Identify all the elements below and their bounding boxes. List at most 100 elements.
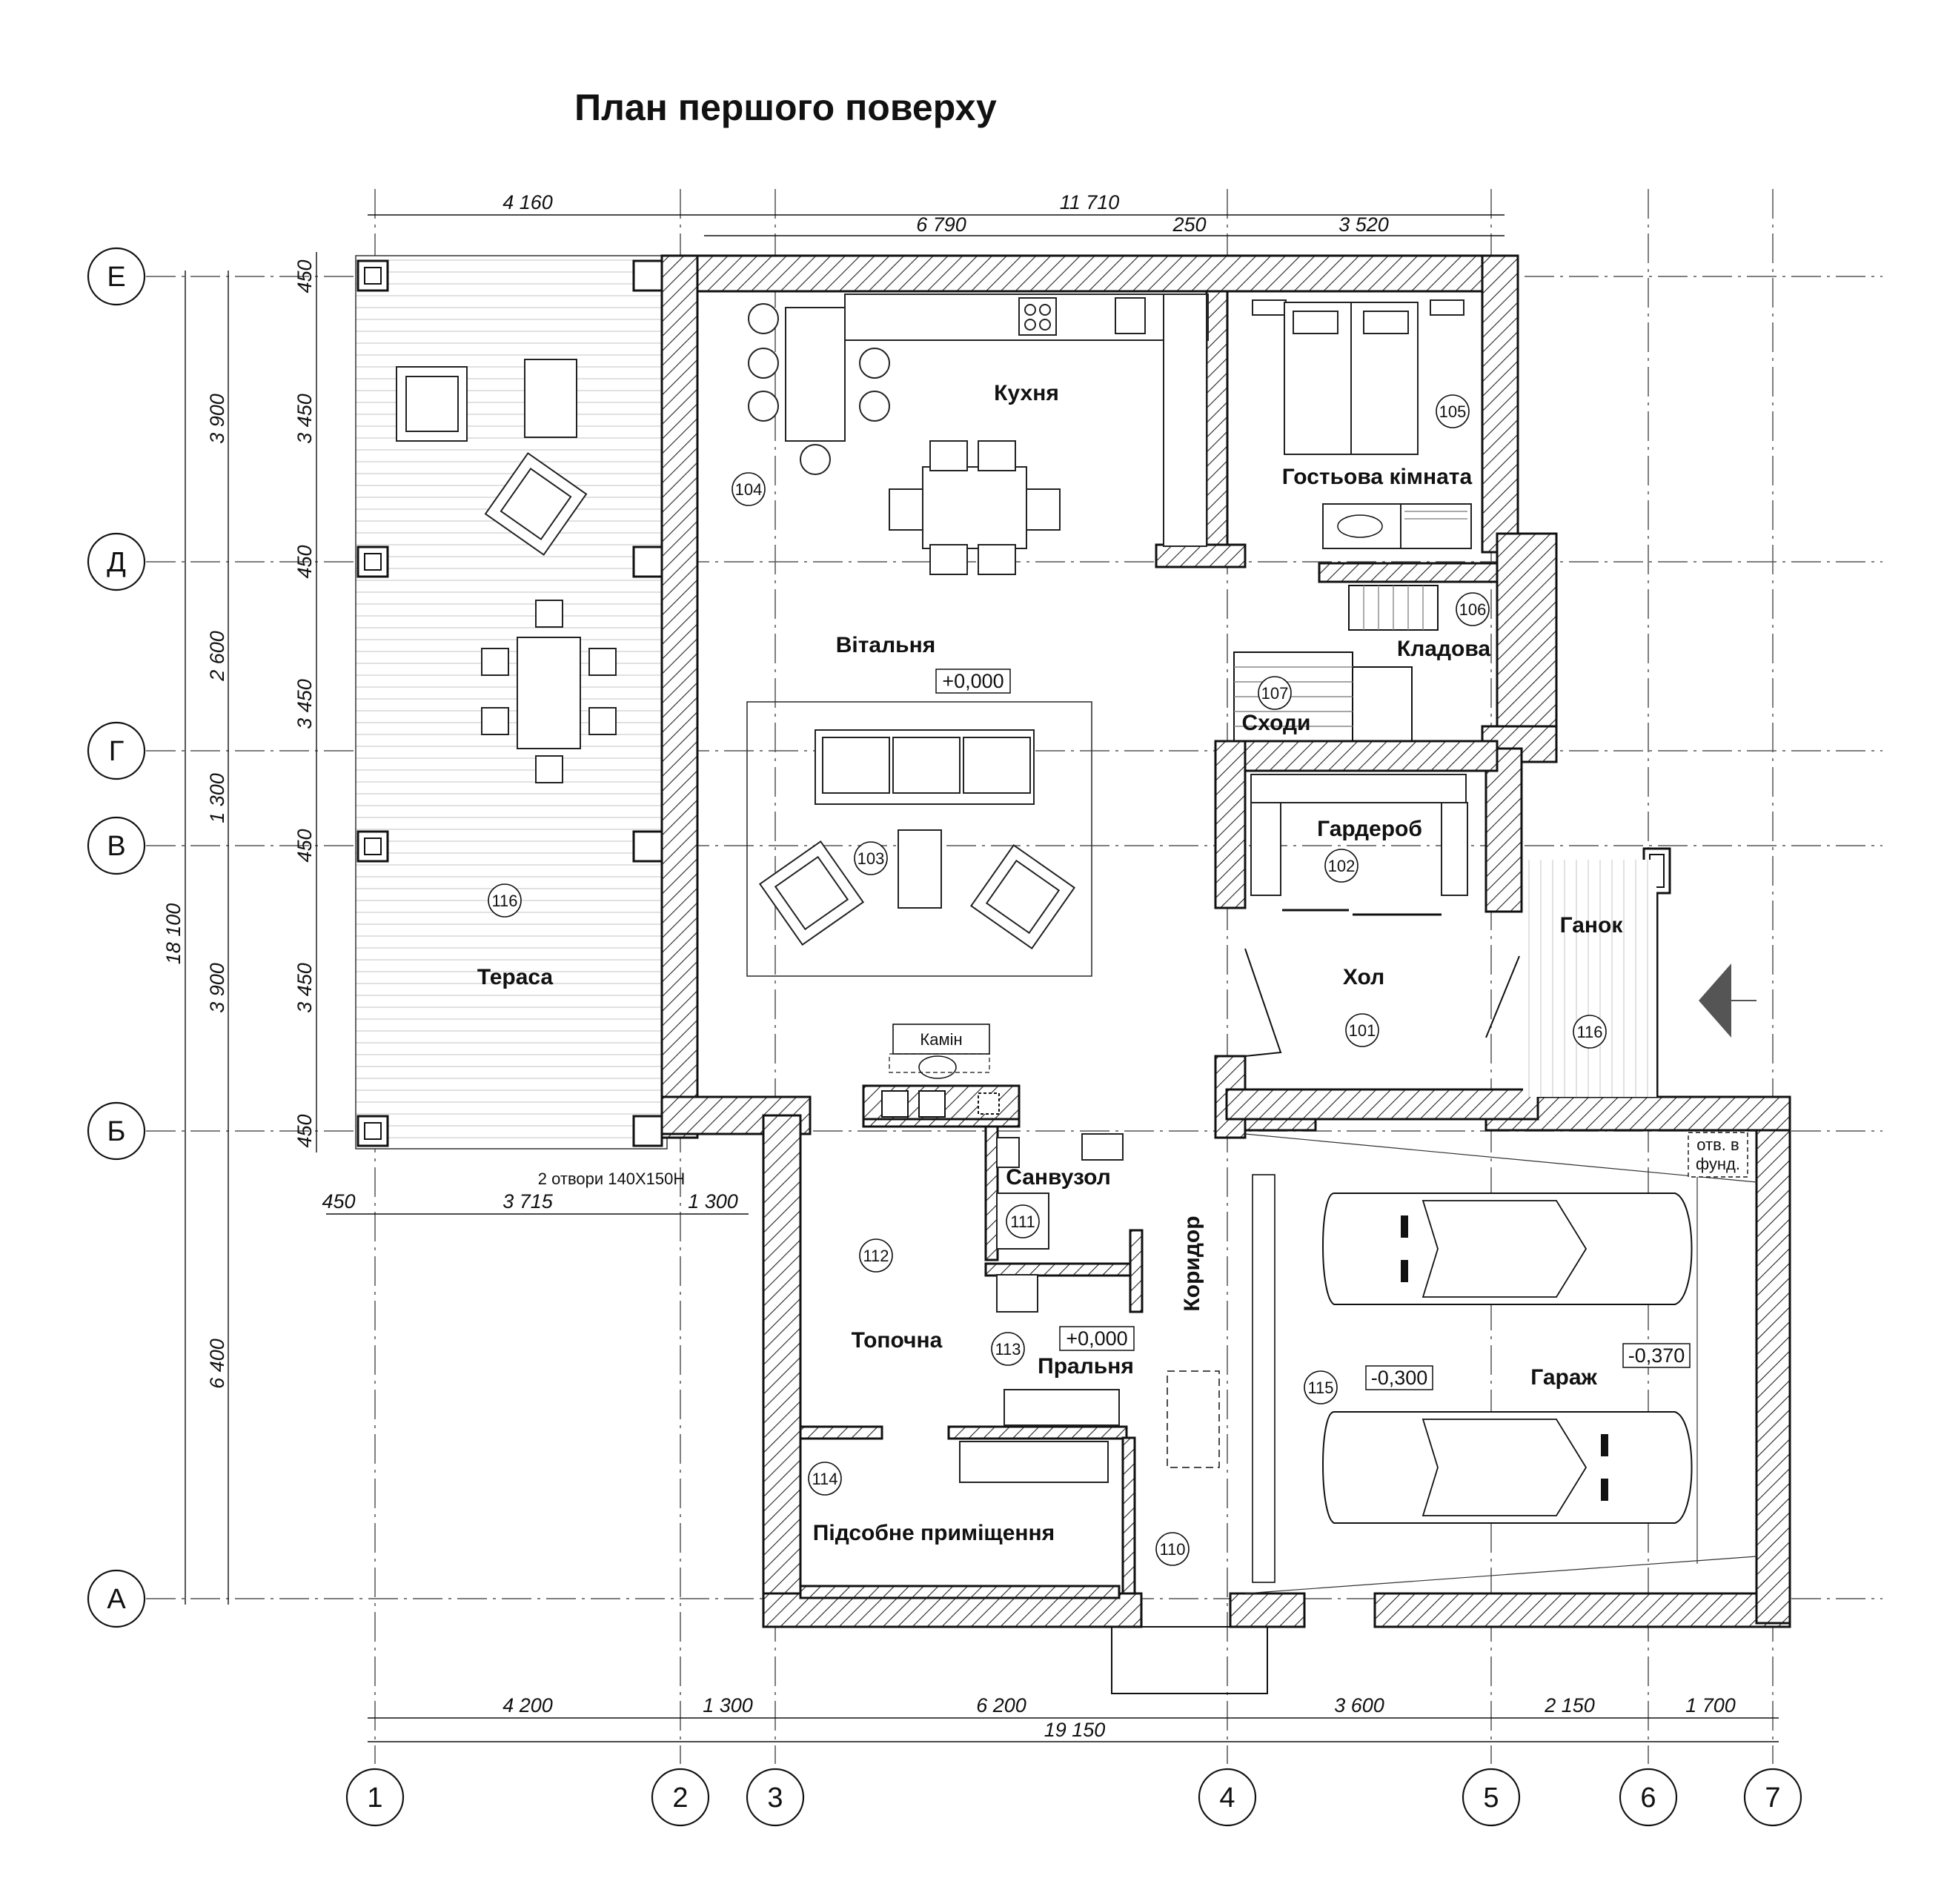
room-number-badge bbox=[488, 883, 522, 918]
axis-bubble-7: 7 bbox=[1743, 1768, 1802, 1827]
room-label: Гостьова кімната bbox=[1282, 465, 1473, 489]
room-label: Гардероб bbox=[1317, 817, 1422, 841]
svg-text:4: 4 bbox=[1219, 1782, 1235, 1814]
axis-bubble-3: 3 bbox=[746, 1768, 805, 1827]
svg-text:6: 6 bbox=[1640, 1782, 1656, 1814]
entrance-arrow-icon bbox=[1699, 963, 1731, 1038]
room-label: Санвузол bbox=[1006, 1165, 1111, 1190]
room-label: Гараж bbox=[1530, 1365, 1597, 1390]
svg-text:1: 1 bbox=[367, 1782, 382, 1814]
svg-text:4 160: 4 160 bbox=[502, 191, 553, 213]
svg-text:2 150: 2 150 bbox=[1544, 1694, 1595, 1716]
guest-room: 105 Гостьова кімната bbox=[1252, 299, 1473, 549]
svg-text:18 100: 18 100 bbox=[162, 903, 185, 965]
room-label: Кладова bbox=[1397, 637, 1490, 661]
svg-text:450: 450 bbox=[293, 829, 316, 862]
room-number: 105 bbox=[1439, 402, 1467, 421]
room-label: Хол bbox=[1343, 965, 1384, 989]
svg-text:2: 2 bbox=[672, 1782, 688, 1814]
axis-bubble-6: 6 bbox=[1619, 1768, 1678, 1827]
room-label: Коридор bbox=[1180, 1215, 1204, 1311]
hall: 101 Хол bbox=[1244, 948, 1520, 1057]
room-number: 111 bbox=[1010, 1213, 1035, 1231]
room-label: Топочна bbox=[852, 1328, 943, 1353]
svg-text:Г: Г bbox=[109, 736, 125, 767]
axis-bubble-g: Г bbox=[87, 721, 146, 780]
terrace-posts bbox=[356, 259, 663, 1147]
room-label: Ганок bbox=[1560, 913, 1624, 938]
svg-text:450: 450 bbox=[322, 1190, 355, 1213]
axis-bubble-e: Е bbox=[87, 247, 146, 306]
svg-text:3 900: 3 900 bbox=[206, 963, 228, 1013]
svg-text:450: 450 bbox=[293, 259, 316, 293]
svg-text:2 600: 2 600 bbox=[206, 631, 228, 682]
room-number-badge bbox=[808, 1462, 842, 1496]
room-number: 115 bbox=[1307, 1379, 1333, 1397]
axis-bubble-d: Д bbox=[87, 532, 146, 591]
level-text: +0,000 bbox=[942, 670, 1003, 692]
svg-text:Б: Б bbox=[107, 1116, 126, 1147]
svg-text:1 700: 1 700 bbox=[1685, 1694, 1736, 1716]
svg-text:3 715: 3 715 bbox=[502, 1190, 554, 1213]
svg-text:3 900: 3 900 bbox=[206, 394, 228, 444]
room-number: 116 bbox=[491, 892, 517, 910]
room-number: 112 bbox=[863, 1247, 889, 1265]
svg-text:3 520: 3 520 bbox=[1338, 213, 1389, 236]
room-number: 107 bbox=[1261, 684, 1289, 703]
svg-text:11 710: 11 710 bbox=[1060, 191, 1120, 213]
svg-text:фунд.: фунд. bbox=[1696, 1155, 1740, 1173]
service-rooms: 111 Санвузол 112 Топочна 113 Пральня +0,… bbox=[808, 1133, 1268, 1694]
axis-bubble-b: Б bbox=[87, 1101, 146, 1161]
svg-text:отв. в: отв. в bbox=[1696, 1135, 1739, 1154]
svg-text:1 300: 1 300 bbox=[688, 1190, 738, 1213]
level-text: -0,300 bbox=[1371, 1367, 1428, 1389]
room-number: 102 bbox=[1328, 857, 1356, 875]
room-label: Сходи bbox=[1241, 711, 1310, 735]
svg-text:5: 5 bbox=[1483, 1782, 1499, 1814]
storage-stairs-labels: 106 Кладова 107 Сходи bbox=[1241, 592, 1490, 735]
car-icon bbox=[1322, 1193, 1693, 1305]
room-number-badge bbox=[854, 841, 888, 875]
terrace: 116 Тераса bbox=[355, 255, 668, 1150]
porch: 116 Ганок bbox=[1523, 860, 1756, 1097]
level-marker bbox=[1365, 1365, 1433, 1390]
svg-text:250: 250 bbox=[1172, 213, 1206, 236]
page-title: План першого поверху bbox=[574, 87, 997, 128]
foundation-hole bbox=[1688, 1132, 1748, 1178]
room-number-badge bbox=[859, 1238, 893, 1273]
svg-text:1 300: 1 300 bbox=[206, 773, 228, 823]
room-number-badge bbox=[1324, 849, 1359, 883]
dimension-lines: 4 160 11 710 6 790 250 3 520 18 100 3 90… bbox=[162, 191, 1779, 1742]
room-number-badge bbox=[1258, 676, 1292, 710]
interior-walls bbox=[799, 290, 1539, 1599]
svg-text:В: В bbox=[107, 831, 125, 862]
room-label: Кухня bbox=[994, 381, 1059, 405]
level-marker bbox=[935, 669, 1011, 694]
level-marker bbox=[1059, 1326, 1135, 1351]
room-number: 101 bbox=[1349, 1021, 1376, 1040]
axis-bubble-1: 1 bbox=[345, 1768, 405, 1827]
axis-bubble-4: 4 bbox=[1198, 1768, 1257, 1827]
room-number-badge bbox=[1573, 1015, 1607, 1049]
room-number: 103 bbox=[857, 849, 885, 868]
level-text: -0,370 bbox=[1628, 1344, 1685, 1367]
room-number-badge bbox=[1155, 1532, 1190, 1566]
staircase bbox=[1233, 585, 1439, 742]
svg-text:3 450: 3 450 bbox=[293, 394, 316, 444]
svg-text:6 790: 6 790 bbox=[916, 213, 966, 236]
svg-text:3: 3 bbox=[767, 1782, 783, 1814]
axis-bubble-a: А bbox=[87, 1569, 146, 1628]
svg-text:6 400: 6 400 bbox=[206, 1339, 228, 1389]
svg-text:450: 450 bbox=[293, 545, 316, 578]
living-room: 103 Вітальня +0,000 Камін bbox=[746, 633, 1092, 1121]
car-icon bbox=[1322, 1411, 1693, 1524]
room-number: 106 bbox=[1459, 600, 1487, 619]
level-marker bbox=[1622, 1343, 1691, 1368]
room-label: Підсобне приміщення bbox=[813, 1521, 1055, 1545]
room-number: 114 bbox=[812, 1470, 837, 1488]
row-axis-markers: Е Д Г В Б А bbox=[87, 247, 146, 1628]
room-number: 104 bbox=[735, 480, 763, 499]
room-number-badge bbox=[1345, 1013, 1379, 1047]
svg-text:7: 7 bbox=[1765, 1782, 1780, 1814]
